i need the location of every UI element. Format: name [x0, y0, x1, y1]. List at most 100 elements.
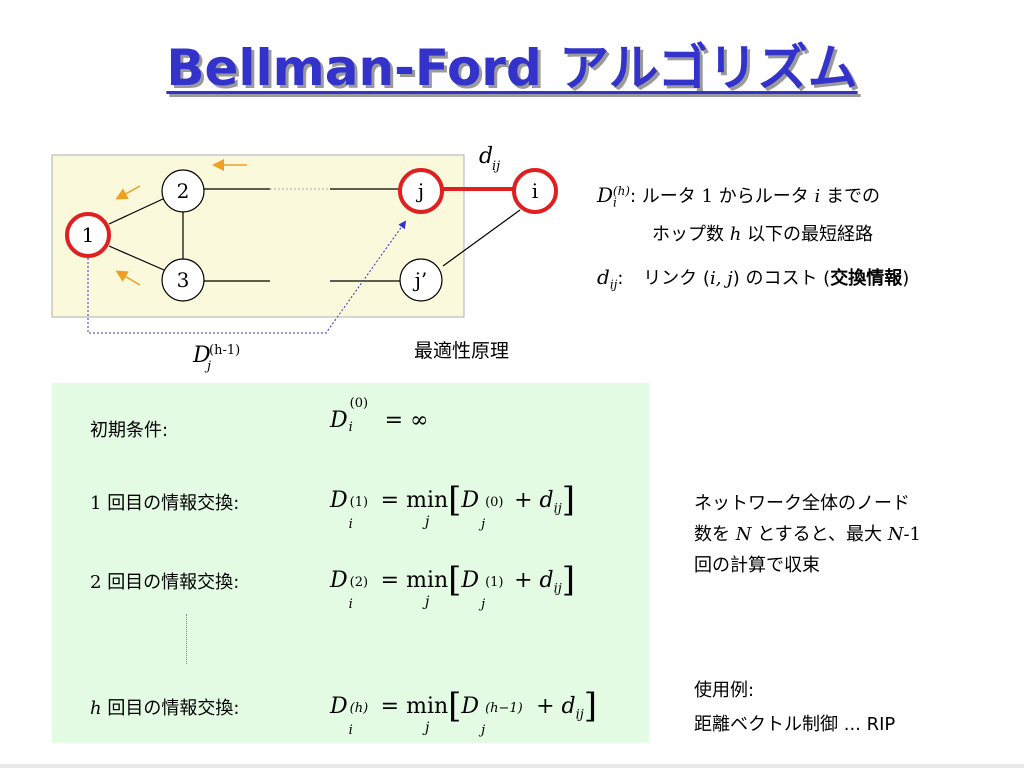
legend-var: i, j	[709, 268, 733, 289]
initial-condition-formula: D(0) i = ∞	[330, 396, 429, 435]
steph-label: h 回目の情報交換:	[90, 694, 239, 720]
legend-text: ホップ数	[652, 224, 724, 245]
note-text: とすると、最大	[757, 524, 882, 545]
math-D: D	[461, 568, 480, 593]
min-text: min	[406, 488, 449, 513]
math-plus: +	[514, 568, 533, 593]
legend-text: )	[902, 268, 910, 289]
node-label: j	[416, 179, 424, 203]
node-circle	[161, 258, 205, 302]
note-text: 数を	[694, 524, 730, 545]
edge-1-3	[108, 245, 165, 271]
node-label: j’	[413, 268, 428, 292]
math-sub: i	[348, 597, 353, 612]
convergence-note: ネットワーク全体のノード 数を N とすると、最大 N-1 回の計算で収束	[694, 488, 921, 581]
math-sup: (h)	[349, 701, 369, 716]
legend-text: ルータ	[641, 186, 696, 207]
math-sub: i	[348, 420, 353, 435]
left-bracket: [	[448, 686, 462, 726]
min-sub: j	[424, 720, 430, 736]
legend-d-sub: ij	[609, 277, 618, 292]
step-number: h	[90, 698, 102, 719]
math-sup: (0)	[485, 495, 504, 510]
note-var: N	[887, 524, 904, 545]
legend-text: リンク (	[643, 268, 710, 289]
legend-dij-definition: dij: リンク (i, j) のコスト (交換情報)	[597, 262, 909, 300]
node-circle	[161, 169, 205, 213]
math-sub: j	[481, 517, 486, 532]
left-bracket: [	[448, 560, 462, 600]
math-D: D	[330, 408, 348, 433]
math-sub: i	[348, 517, 353, 532]
left-bracket: [	[448, 480, 462, 520]
node-3: 3	[161, 258, 205, 302]
footer-divider	[0, 764, 1024, 768]
step-text: 回目の情報交換	[107, 698, 234, 719]
initial-condition-label: 初期条件:	[90, 416, 168, 442]
colon: :	[748, 680, 755, 701]
math-eq: =	[380, 488, 400, 513]
legend-text: からルータ	[718, 186, 809, 207]
usage-example-text: 距離ベクトル制御 ... RIP	[694, 714, 896, 735]
math-eq: =	[380, 694, 400, 719]
colon: :	[233, 698, 240, 719]
math-D: D	[330, 694, 348, 719]
math-sup: (2)	[349, 575, 369, 590]
legend-D-symbol: D	[597, 183, 614, 207]
flow-arrow	[115, 270, 141, 286]
legend-bold: 交換情報	[830, 268, 903, 289]
math-rhs: = ∞	[384, 408, 429, 433]
math-sup: (0)	[349, 396, 369, 411]
math-sub: ij	[575, 707, 584, 723]
step-number: 2	[90, 572, 102, 593]
formula-panel	[52, 383, 649, 743]
initial-label-text: 初期条件	[90, 420, 162, 441]
node-circle	[399, 258, 443, 302]
math-sub: j	[481, 723, 486, 738]
example-label-text: 使用例	[694, 680, 748, 701]
step1-label: 1 回目の情報交換:	[90, 489, 239, 515]
math-D: D	[461, 488, 480, 513]
legend-colon: :	[629, 186, 637, 207]
edge-1-2	[108, 197, 166, 225]
legend-number: 1	[701, 186, 713, 207]
dij-label-base: d	[479, 144, 493, 169]
math-sub: j	[481, 597, 486, 612]
Dj-label-sup: (h-1)	[209, 343, 240, 358]
node-circle	[398, 168, 444, 214]
legend-text: ) のコスト (	[732, 268, 831, 289]
min-sub: j	[424, 594, 430, 610]
legend-colon: :	[617, 268, 624, 289]
usage-example-label: 使用例:	[694, 674, 895, 708]
math-sub: ij	[553, 501, 562, 517]
legend-D-sub: i	[613, 195, 617, 210]
page-title: Bellman-Ford アルゴリズム	[166, 39, 858, 97]
dij-label-sub: ij	[492, 159, 500, 174]
legend-Di-definition-line2: ホップ数 h 以下の最短経路	[652, 220, 873, 250]
math-d: d	[561, 694, 576, 719]
node-label: 2	[177, 179, 190, 203]
math-sub: ij	[553, 581, 562, 597]
node-label: i	[532, 179, 538, 203]
step2-label: 2 回目の情報交換:	[90, 568, 239, 594]
step-text: 回目の情報交換	[107, 572, 234, 593]
legend-D-sup: (h)	[612, 184, 630, 198]
Dj-label-sub: j	[204, 359, 211, 374]
node-label: 3	[177, 268, 190, 292]
node-jprime: j’	[399, 258, 443, 302]
right-bracket: ]	[583, 686, 598, 726]
note-line: 数を N とすると、最大 N-1	[694, 519, 921, 550]
math-plus: +	[514, 488, 533, 513]
node-j: j	[398, 168, 444, 214]
right-bracket: ]	[561, 480, 576, 520]
Dj-label-base: D	[192, 343, 211, 368]
usage-example: 使用例: 距離ベクトル制御 ... RIP	[694, 674, 895, 742]
node-circle	[512, 168, 558, 214]
math-D: D	[330, 488, 348, 513]
